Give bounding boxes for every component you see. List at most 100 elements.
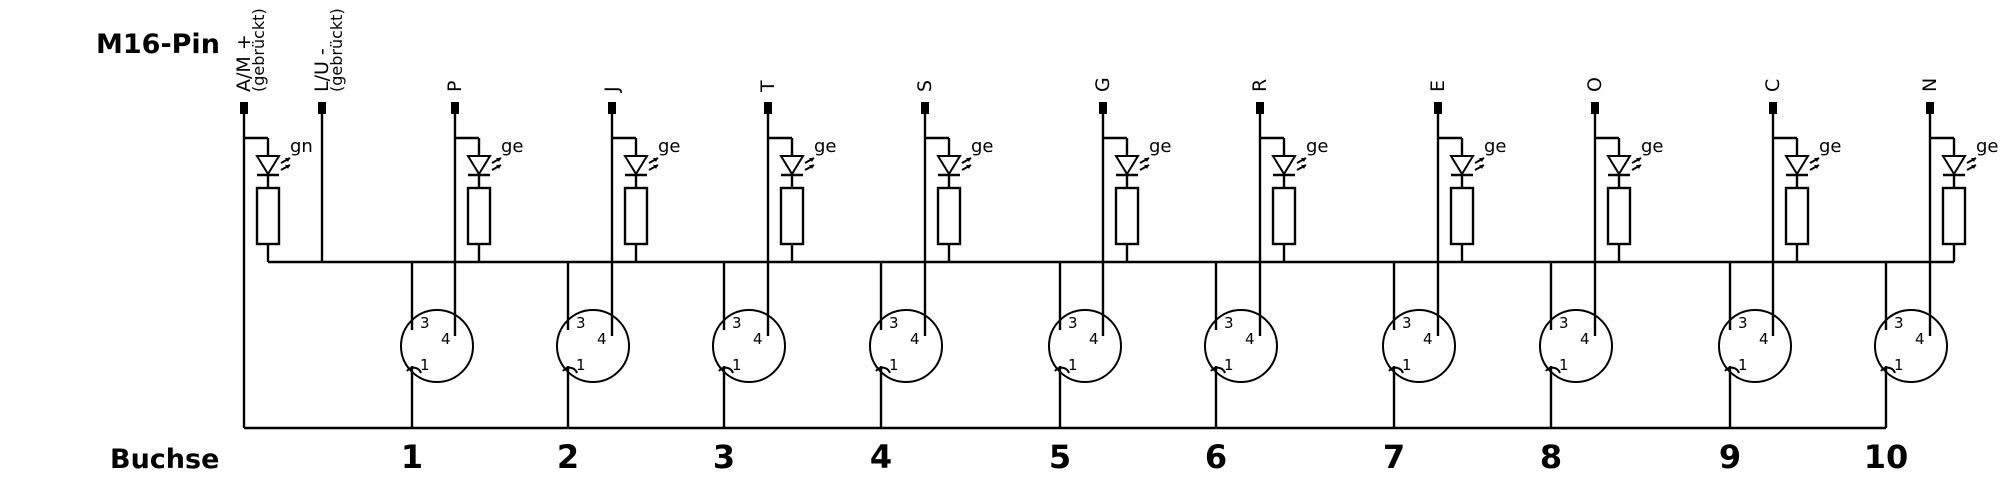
- resistor: [1784, 186, 1810, 246]
- resistor: [1606, 186, 1632, 246]
- pin-letter: S: [914, 80, 936, 92]
- contact-4-label: 4: [753, 330, 763, 348]
- led-ray-arrowhead: [1144, 165, 1149, 169]
- pin-letter: G: [1092, 77, 1114, 92]
- led-triangle-icon: [466, 155, 492, 176]
- pin-terminal: [1926, 102, 1934, 114]
- m8-connector-socket: [1048, 309, 1122, 383]
- connector-key-notch: [875, 366, 891, 374]
- contact-3-label: 3: [889, 314, 899, 332]
- led-color-code: ge: [658, 136, 681, 157]
- contact-4-label: 4: [441, 330, 451, 348]
- pin-terminal: [1099, 102, 1107, 114]
- m8-connector-socket: [712, 309, 786, 383]
- m8-connector-socket: [1874, 309, 1948, 383]
- m8-connector-socket: [1539, 309, 1613, 383]
- contact-4-label: 4: [1423, 330, 1433, 348]
- contact-1-label: 1: [420, 356, 430, 374]
- buchse-number: 9: [1719, 438, 1741, 476]
- led-ray-arrowhead: [285, 165, 290, 169]
- led-triangle-icon: [1606, 155, 1632, 176]
- pin-letter-label: J: [601, 86, 623, 93]
- led-triangle-icon: [1784, 155, 1810, 176]
- contact-3-label: 3: [1224, 314, 1234, 332]
- pin-letter: N: [1919, 78, 1941, 92]
- led-ray-arrowhead: [1971, 165, 1976, 169]
- contact-4-label: 4: [1245, 330, 1255, 348]
- led-ray-arrowhead: [653, 165, 658, 169]
- led-ray-arrowhead: [1479, 165, 1484, 169]
- connector-key-notch: [1388, 366, 1404, 374]
- led-triangle-icon: [936, 155, 962, 176]
- led-color-code: ge: [1819, 136, 1842, 157]
- contact-4-label: 4: [1759, 330, 1769, 348]
- contact-4-label: 4: [910, 330, 920, 348]
- pin-label-l-u-line1: L/U -: [311, 48, 333, 92]
- pin-letter-label: O: [1584, 77, 1606, 92]
- led-ray-arrowhead: [1636, 158, 1641, 162]
- pin-letter-label: N: [1919, 78, 1941, 92]
- led-ray-arrowhead: [1814, 165, 1819, 169]
- led-color-code: gn: [290, 136, 313, 157]
- pin-terminal: [1434, 102, 1442, 114]
- m8-connector-socket: [1204, 309, 1278, 383]
- pin-letter-label: C: [1762, 79, 1784, 92]
- pin-terminal-a-m: [240, 102, 248, 114]
- resistor: [255, 186, 281, 246]
- pin-letter: P: [444, 81, 466, 92]
- connector-key-notch: [1880, 366, 1896, 374]
- pin-letter: C: [1762, 79, 1784, 92]
- pin-terminal: [1769, 102, 1777, 114]
- contact-1-label: 1: [1894, 356, 1904, 374]
- led-triangle-icon: [623, 155, 649, 176]
- led-ray-arrowhead: [809, 165, 814, 169]
- resistor: [779, 186, 805, 246]
- pin-label-a-m-line2: (gebrückt): [249, 8, 268, 92]
- connector-key-notch: [1545, 366, 1561, 374]
- led-ray-arrowhead: [966, 158, 971, 162]
- m8-connector-socket: [1718, 309, 1792, 383]
- contact-1-label: 1: [1738, 356, 1748, 374]
- contact-4-label: 4: [1915, 330, 1925, 348]
- m16-pin-row-label: M16-Pin: [96, 29, 220, 60]
- resistor: [1271, 186, 1297, 246]
- pin-terminal: [764, 102, 772, 114]
- pin-letter: R: [1249, 79, 1271, 92]
- resistor: [1941, 186, 1967, 246]
- pin-letter: E: [1427, 80, 1449, 92]
- buchse-row-label: Buchse: [110, 444, 219, 475]
- led-ray-arrowhead: [1636, 165, 1641, 169]
- row-labels: M16-Pin Buchse: [96, 29, 220, 475]
- led-ray-arrowhead: [1144, 158, 1149, 162]
- contact-3-label: 3: [420, 314, 430, 332]
- contact-1-label: 1: [1068, 356, 1078, 374]
- pin-letter-label: G: [1092, 77, 1114, 92]
- pin-label-l-u-line2: (gebrückt): [327, 8, 346, 92]
- buchse-number: 1: [401, 438, 423, 476]
- pin-letter-label: S: [914, 80, 936, 92]
- pin-terminal: [608, 102, 616, 114]
- m8-connector-socket: [400, 309, 474, 383]
- buchse-number: 3: [713, 438, 735, 476]
- led-color-code: ge: [1976, 136, 1999, 157]
- buchse-number: 6: [1205, 438, 1227, 476]
- led-ray-arrowhead: [496, 165, 501, 169]
- resistor: [623, 186, 649, 246]
- pin-letter-label: P: [444, 81, 466, 92]
- m8-connector-socket: [869, 309, 943, 383]
- led-color-code: ge: [971, 136, 994, 157]
- resistor: [936, 186, 962, 246]
- led-triangle-icon: [1449, 155, 1475, 176]
- buchse-number: 10: [1864, 438, 1909, 476]
- pin-terminal: [451, 102, 459, 114]
- pin-terminal: [1591, 102, 1599, 114]
- led-ray-arrowhead: [1971, 158, 1976, 162]
- pin-label-l-u: L/U -(gebrückt): [311, 8, 346, 92]
- pin-letter-label: T: [757, 80, 779, 93]
- led-triangle-icon: [1114, 155, 1140, 176]
- resistor: [466, 186, 492, 246]
- led-color-code: ge: [1306, 136, 1329, 157]
- pin-letter: T: [757, 80, 779, 93]
- contact-4-label: 4: [1580, 330, 1590, 348]
